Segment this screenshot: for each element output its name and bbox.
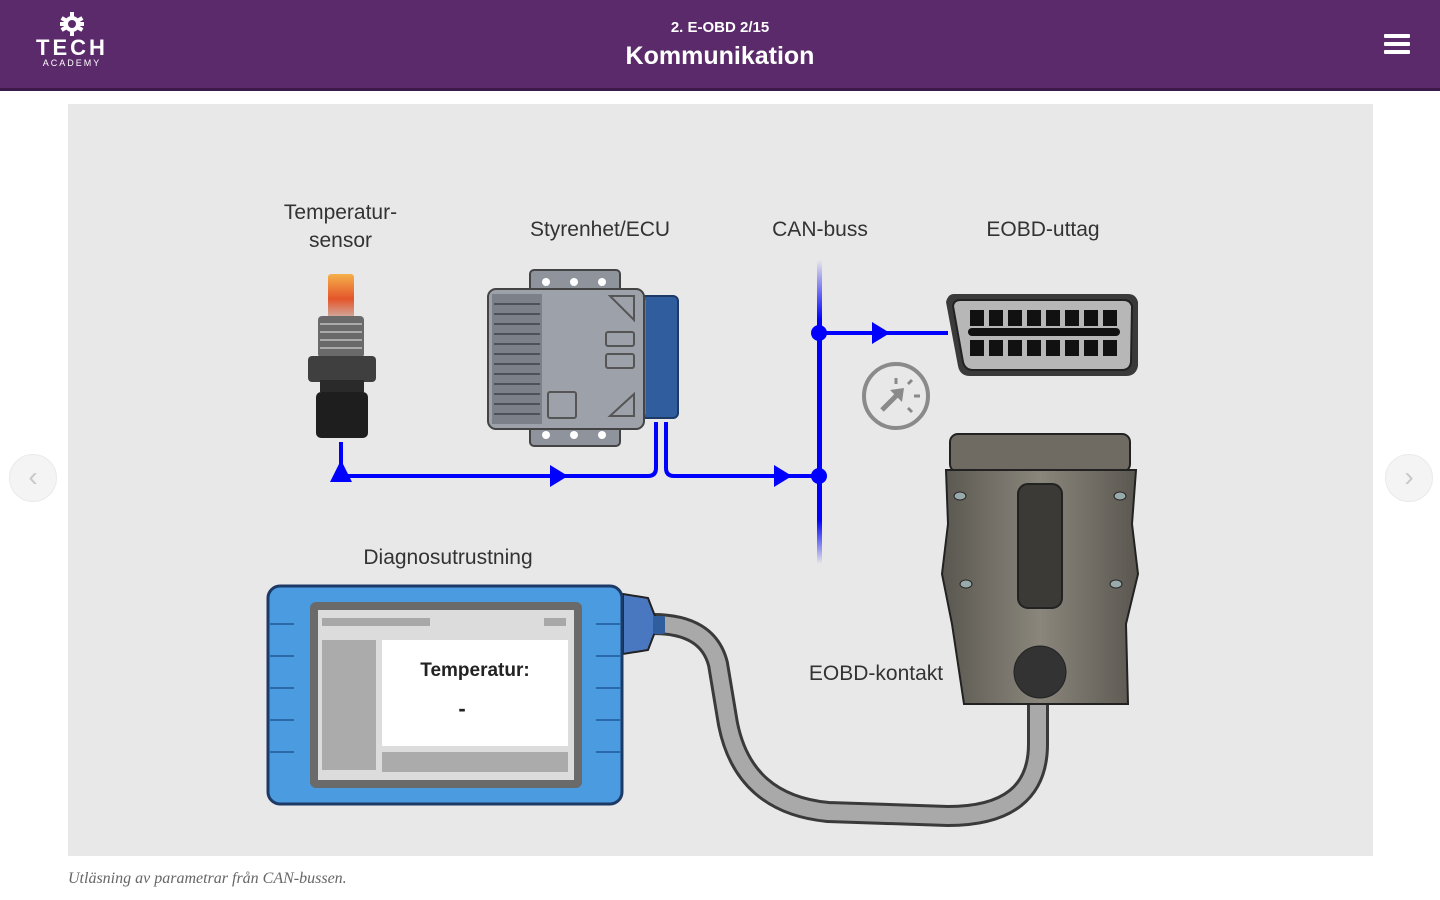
- gear-icon: [60, 12, 84, 36]
- screen-temperature-value: -: [458, 696, 466, 721]
- label-temperature-sensor: Temperatur- sensor: [258, 199, 423, 255]
- label-can-bus: CAN-buss: [772, 218, 868, 241]
- menu-button[interactable]: [1384, 34, 1410, 56]
- can-bus-line-bottom: [817, 454, 822, 564]
- next-page-button[interactable]: ›: [1385, 454, 1433, 502]
- label-ecu: Styrenhet/ECU: [529, 218, 671, 241]
- line-start-marker: [330, 460, 352, 482]
- ecu-to-bus-line: [664, 422, 818, 478]
- page-title: Kommunikation: [625, 42, 815, 70]
- header-titles: 2. E-OBD 2/15 Kommunikation: [420, 18, 1020, 72]
- label-eobd-socket: EOBD-uttag: [986, 218, 1100, 241]
- arrow-icon: [774, 465, 792, 487]
- hamburger-line: [1384, 42, 1410, 46]
- logo-subtext: ACADEMY: [42, 58, 102, 68]
- eobd-socket-illustration: [946, 294, 1138, 376]
- temperature-sensor-illustration: [308, 274, 376, 438]
- hamburger-line: [1384, 50, 1410, 54]
- signal-lines: [330, 260, 948, 564]
- diagram-svg: [266, 260, 1140, 828]
- label-eobd-connector: EOBD-kontakt: [808, 662, 944, 685]
- can-bus-line-top: [817, 260, 822, 460]
- tap-hint-icon[interactable]: [862, 362, 930, 430]
- chapter-label: 2. E-OBD 2/15: [670, 19, 770, 36]
- diagnostic-cable: [652, 616, 1046, 825]
- bus-junction: [811, 468, 827, 484]
- previous-page-button[interactable]: ‹: [9, 454, 57, 502]
- ecu-illustration: [487, 269, 679, 447]
- arrow-icon: [550, 465, 568, 487]
- diagram-figure: Temperatur- sensor Styrenhet/ECU CAN-bus…: [68, 104, 1373, 856]
- tech-academy-logo[interactable]: TECH ACADEMY: [22, 10, 122, 76]
- eobd-connector-illustration: [940, 433, 1140, 705]
- label-line: sensor: [308, 229, 373, 252]
- diagnostic-tool-illustration: [266, 584, 665, 806]
- label-line: Temperatur-: [283, 201, 398, 224]
- screen-temperature-label: Temperatur:: [420, 660, 530, 681]
- chevron-left-icon: ‹: [28, 461, 38, 492]
- chevron-right-icon: ›: [1404, 461, 1414, 492]
- figure-caption: Utläsning av parametrar från CAN-bussen.: [68, 870, 347, 887]
- hamburger-menu-icon: [1384, 34, 1410, 38]
- label-diagnostic-tool: Diagnosutrustning: [363, 546, 533, 569]
- arrow-icon: [872, 322, 890, 344]
- sensor-to-ecu-line: [339, 422, 658, 478]
- logo-text: TECH: [36, 35, 108, 60]
- top-bar: TECH ACADEMY 2. E-OBD 2/15 Kommunikation: [0, 0, 1440, 91]
- socket-pins: [968, 310, 1120, 356]
